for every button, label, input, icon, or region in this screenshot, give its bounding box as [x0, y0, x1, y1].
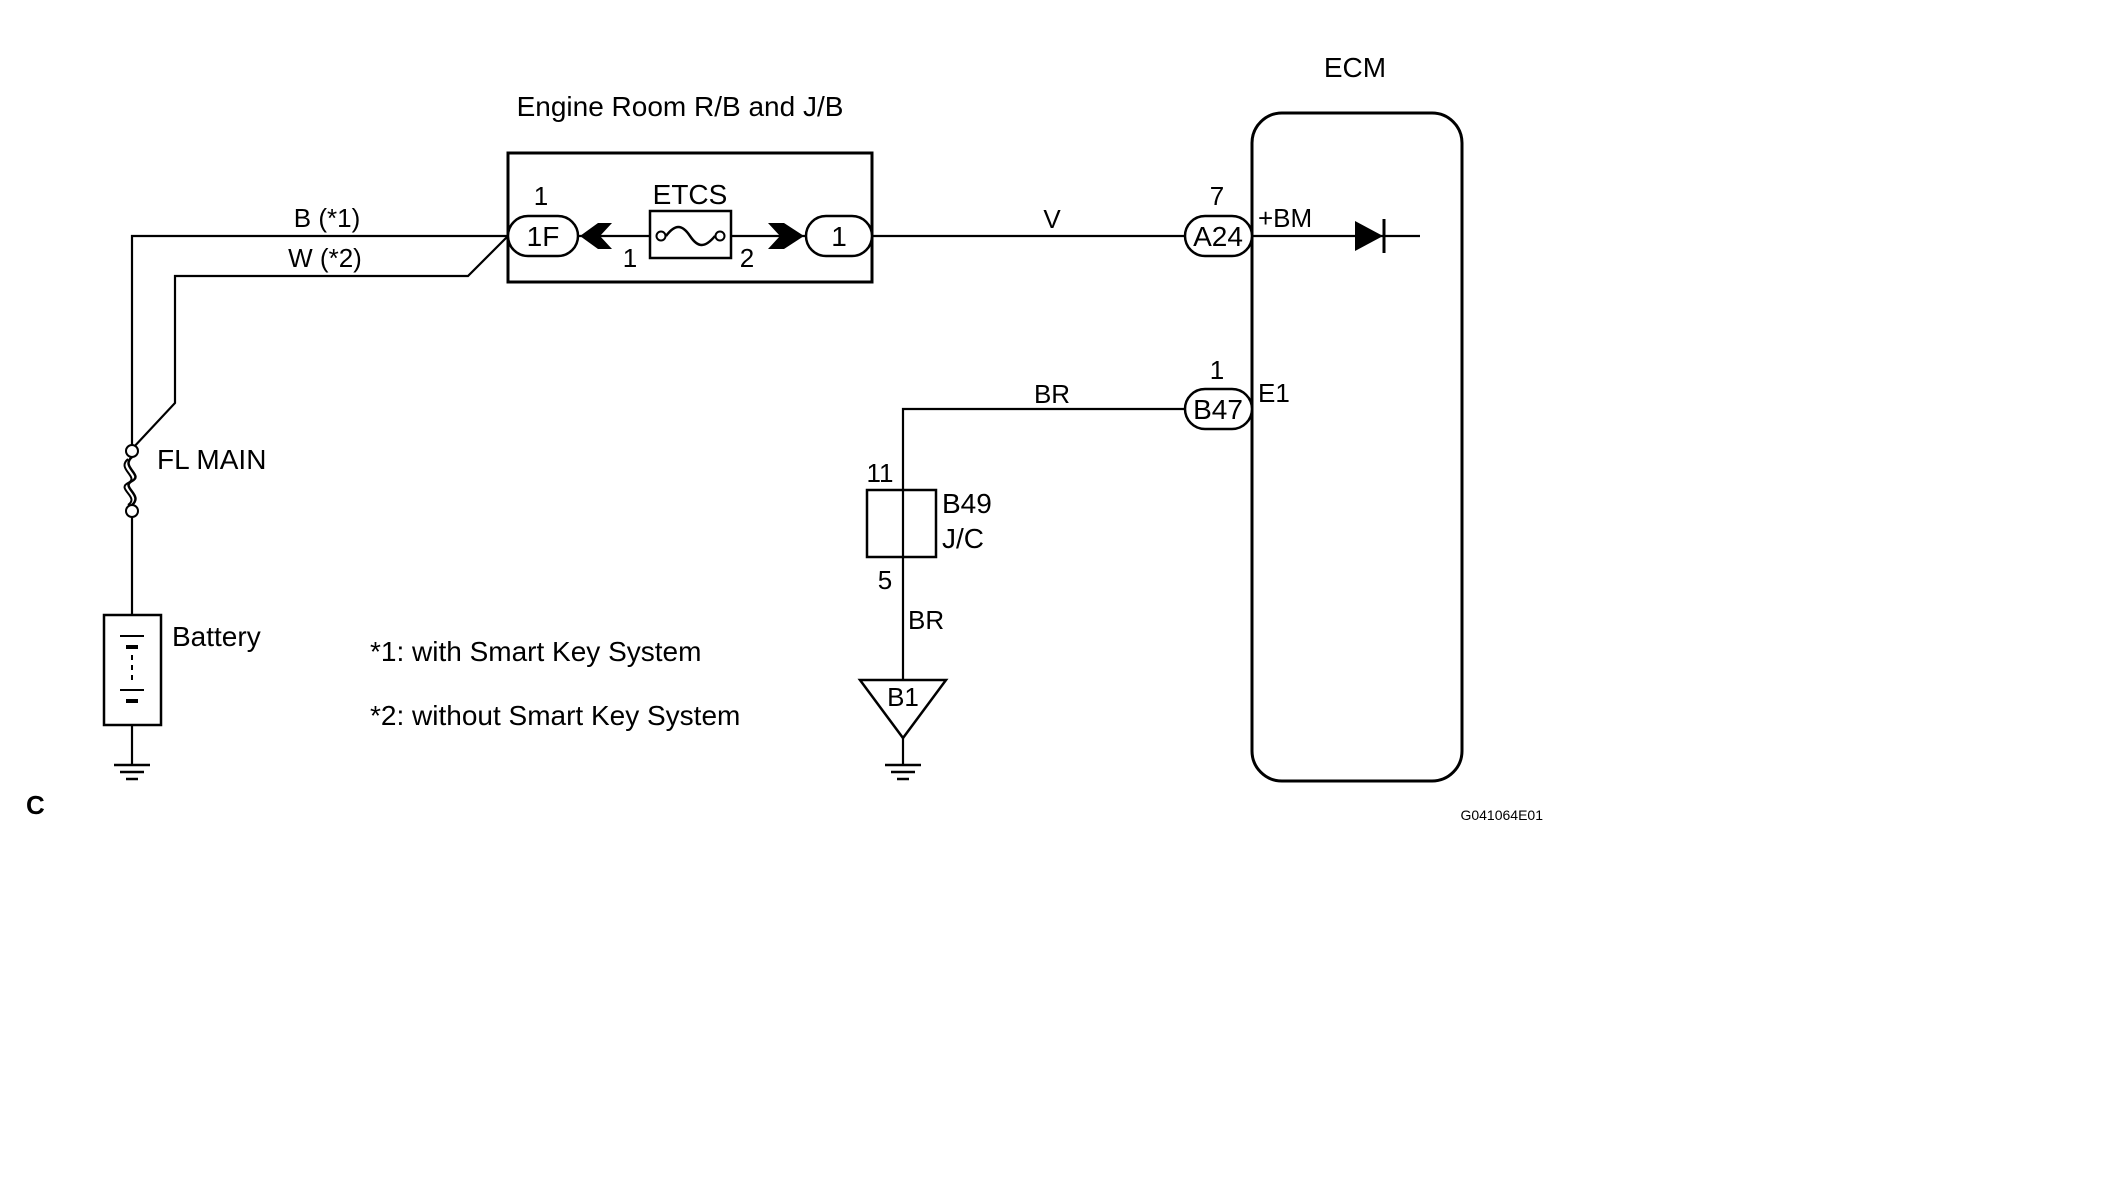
- fl-main-fuse-icon: [127, 456, 137, 506]
- pin-jc-bottom: 5: [878, 565, 892, 595]
- battery-label: Battery: [172, 621, 261, 652]
- connector-1f: [506, 214, 580, 258]
- wire-b-label: B (*1): [294, 203, 360, 233]
- corner-letter: C: [26, 790, 45, 820]
- ground-point-label: B1: [887, 682, 919, 712]
- figure-code: G041064E01: [1460, 807, 1543, 823]
- pin-jc-top: 11: [867, 458, 894, 488]
- junction-connector-box: [865, 488, 938, 559]
- pin-ecm-power: 7: [1210, 181, 1224, 211]
- note-smart-key: *1: with Smart Key System: [370, 636, 701, 667]
- wire-w-label: W (*2): [288, 243, 362, 273]
- battery-ground-icon: [114, 763, 150, 781]
- pin-ecm-ground: 1: [1210, 355, 1224, 385]
- diode-icon: [1355, 221, 1383, 251]
- terminal-bm: +BM: [1258, 203, 1312, 233]
- connector-a24-label: A24: [1193, 221, 1243, 252]
- chevron-right-icon: [768, 223, 804, 249]
- pin-fuse-in: 1: [623, 243, 637, 273]
- ecm-box: [1250, 111, 1464, 783]
- fl-main-top-terminal-icon: [125, 444, 139, 458]
- wire-w-path: [131, 235, 509, 450]
- pin-fuse-out: 2: [740, 243, 754, 273]
- pin-rb-in: 1: [534, 181, 548, 211]
- wiring-diagram: ECM Engine Room R/B and J/B 1F 1 A24 B47…: [26, 52, 1543, 823]
- relay-block-box: [506, 151, 874, 284]
- terminal-e1: E1: [1258, 378, 1290, 408]
- connector-1f-label: 1F: [527, 221, 560, 252]
- wire-br-upper: [901, 407, 1185, 490]
- ecm-title: ECM: [1324, 52, 1386, 83]
- connector-a24: [1183, 214, 1254, 258]
- fl-main-bottom-terminal-icon: [125, 504, 139, 518]
- wire-v-label: V: [1043, 204, 1061, 234]
- connector-rb-out-label: 1: [831, 221, 847, 252]
- junction-type: J/C: [942, 523, 984, 554]
- fuse-element-icon: [665, 225, 716, 247]
- connector-b47: [1183, 387, 1254, 431]
- battery-box: [102, 613, 163, 727]
- fl-main-fuse-outline-icon: [123, 458, 133, 506]
- connector-b47-label: B47: [1193, 394, 1243, 425]
- fl-main-label: FL MAIN: [157, 444, 266, 475]
- junction-code: B49: [942, 488, 992, 519]
- wire-br-label: BR: [1034, 379, 1070, 409]
- fuse-pin-left-icon: [655, 230, 667, 242]
- wire-br-lower-label: BR: [908, 605, 944, 635]
- note-no-smart-key: *2: without Smart Key System: [370, 700, 740, 731]
- chevron-left-icon: [580, 223, 612, 249]
- wire-b-path: [130, 234, 508, 449]
- connector-rb-out: [804, 214, 874, 258]
- relay-block-title: Engine Room R/B and J/B: [517, 91, 844, 122]
- fuse-pin-right-icon: [714, 230, 726, 242]
- body-ground-icon: [885, 763, 921, 781]
- fuse-label: ETCS: [653, 179, 728, 210]
- ground-point-triangle: [857, 678, 949, 741]
